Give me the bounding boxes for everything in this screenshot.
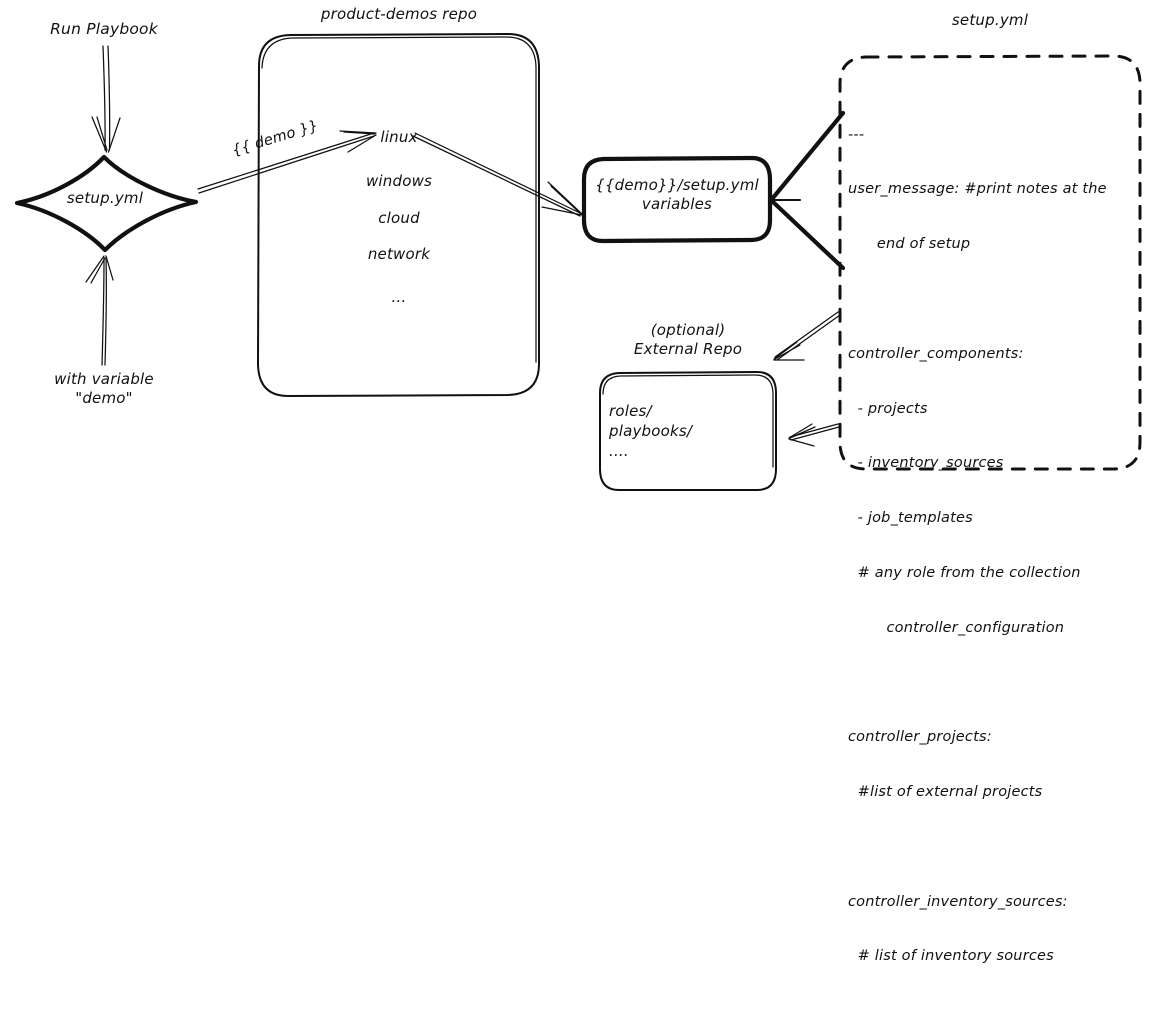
- setup-yml-diamond-label: setup.yml: [66, 189, 144, 207]
- yml-line: controller_components:: [848, 345, 1024, 362]
- arrow-demo-to-linux: [197, 130, 377, 194]
- yml-line: - projects: [848, 400, 928, 417]
- arrow-linux-to-variables: [412, 132, 583, 217]
- with-variable-label: with variable "demo": [54, 370, 154, 408]
- diagram-vector-layer: .stroke-thin{fill:none;stroke:#111;strok…: [14, 33, 1142, 491]
- yml-line: [848, 1002, 1107, 1010]
- yml-line: user_message: #print notes at the: [848, 181, 1107, 198]
- external-repo-title: (optional) External Repo: [633, 321, 743, 359]
- run-playbook-label: Run Playbook: [50, 20, 158, 38]
- yml-line: - inventory_sources: [848, 455, 1004, 472]
- yml-line: controller_projects:: [848, 729, 992, 746]
- product-demos-repo-box[interactable]: [257, 33, 540, 397]
- repo-item-linux: linux: [380, 128, 418, 146]
- setup-yml-file-content: --- user_message: #print notes at the en…: [848, 89, 1107, 1010]
- setup-yml-dashed-box[interactable]: [838, 54, 1142, 471]
- product-demos-repo-title: product-demos repo: [320, 5, 478, 23]
- yml-line: [848, 674, 1107, 692]
- arrow-run-playbook: [91, 45, 121, 153]
- repo-item-windows: windows: [365, 172, 433, 190]
- yml-line: end of setup: [848, 236, 971, 253]
- yml-line: [848, 290, 1107, 308]
- diagram-canvas: .stroke-thin{fill:none;stroke:#111;strok…: [14, 5, 1142, 965]
- setup-yml-file-title: setup.yml: [951, 11, 1029, 29]
- variables-box-label: {{demo}}/setup.yml variables: [595, 176, 759, 214]
- yml-line: # list of inventory sources: [848, 948, 1054, 965]
- yml-line: controller_inventory_sources:: [848, 893, 1068, 910]
- external-repo-box[interactable]: [599, 371, 777, 491]
- yml-line: [848, 838, 1107, 856]
- arrow-setupyml-to-external-repo-lower: [788, 423, 840, 447]
- yml-line: controller_configuration: [848, 619, 1065, 636]
- yml-line: ---: [848, 126, 865, 143]
- repo-item-cloud: cloud: [378, 209, 420, 227]
- yml-line: - job_templates: [848, 510, 973, 527]
- yml-line: # any role from the collection: [848, 564, 1081, 581]
- external-repo-item-ellipsis: ....: [609, 442, 629, 460]
- setup-yml-diamond[interactable]: [14, 154, 199, 253]
- yml-line: #list of external projects: [848, 784, 1043, 801]
- arrow-with-variable: [85, 255, 114, 366]
- connector-variables-to-setupyml: [769, 110, 846, 271]
- arrow-setupyml-to-external-repo-upper: [773, 311, 841, 361]
- repo-item-network: network: [367, 245, 431, 263]
- variables-box[interactable]: [581, 155, 773, 244]
- external-repo-item-playbooks: playbooks/: [609, 422, 693, 440]
- repo-item-ellipsis: ...: [391, 288, 407, 306]
- external-repo-item-roles: roles/: [609, 402, 652, 420]
